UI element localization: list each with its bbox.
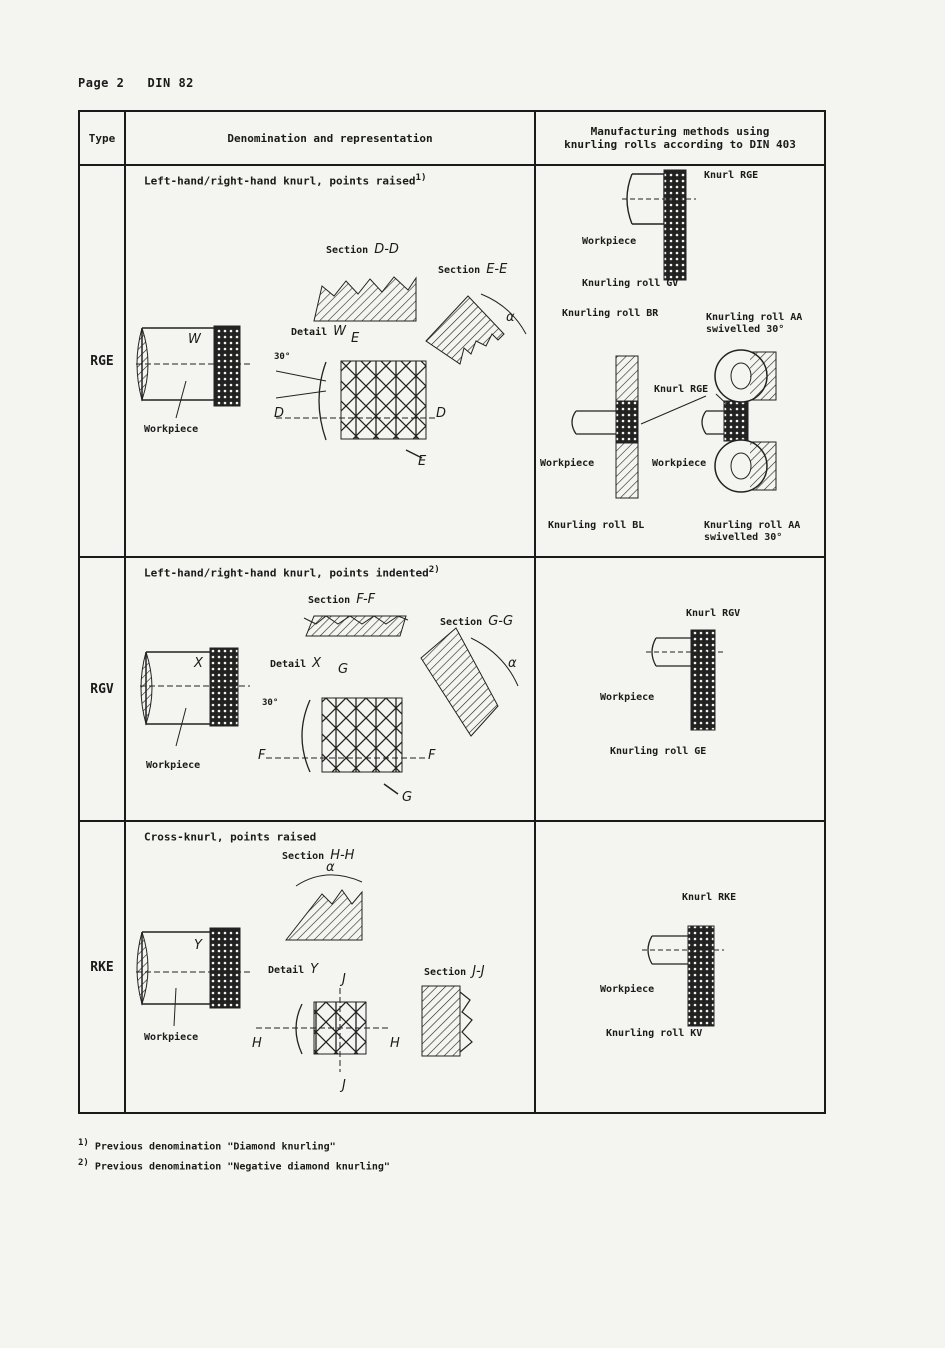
e-marker-top: E [351,331,360,346]
y-marker: Y [194,938,202,953]
roll-aa-top-label: Knurling roll AA [706,312,803,323]
workpiece-label: Workpiece [144,424,199,435]
table-row: RGE Left-hand/right-hand knurl, points r… [78,164,826,558]
angle-label: 30° [262,698,279,708]
d-marker-left: D [274,406,285,421]
roll-ge-label: Knurling roll GE [610,746,707,757]
alpha-label: α [326,860,335,875]
workpiece-top-label: Workpiece [582,236,637,247]
knurl-rge-mid-label: Knurl RGE [654,384,709,395]
f-marker-left: F [258,748,266,763]
section-f-label: Section F-F [308,592,376,607]
page-header: Page 2 DIN 82 [78,76,194,90]
standard-id: DIN 82 [147,76,194,90]
j-marker-bottom: J [342,1078,346,1093]
representation-cell: Cross-knurl, points raised Section H-H S… [124,820,536,1114]
header-type: Type [78,110,126,166]
row-title: Left-hand/right-hand knurl, points inden… [144,564,440,580]
detail-w-label: Detail W [291,324,347,339]
header-methods: Manufacturing methods using knurling rol… [534,110,826,166]
section-g-label: Section G-G [440,614,514,629]
header-denomination: Denomination and representation [124,110,536,166]
j-marker-top: J [342,972,346,987]
methods-cell: Knurl RKE Workpiece Knurling roll KV [534,820,826,1114]
g-marker-top: G [338,662,349,677]
methods-cell: Knurl RGV Workpiece Knurling roll GE [534,556,826,822]
alpha-label: α [506,310,515,325]
page-number: Page 2 [78,76,125,90]
section-d-label: Section D-D [326,242,399,257]
workpiece-label: Workpiece [600,692,655,703]
roll-bl-label: Knurling roll BL [548,520,645,531]
rgv-drawing [140,615,519,795]
detail-x-label: Detail X [270,656,322,671]
section-e-label: Section E-E [438,262,508,277]
d-marker-right: D [436,406,447,421]
section-h-label: Section H-H [282,848,355,863]
swivelled-top-label: swivelled 30° [706,324,785,335]
alpha-label: α [508,656,517,671]
rgv-methods-drawing [646,629,726,731]
roll-aa-bottom-label: Knurling roll AA [704,520,801,531]
footnote-1: 1) Previous denomination "Diamond knurli… [78,1138,336,1153]
workpiece-label: Workpiece [600,984,655,995]
row-type: RGE [78,164,126,558]
detail-y-label: Detail Y [268,962,319,977]
representation-cell: Left-hand/right-hand knurl, points raise… [124,164,536,558]
knurl-types-table: Type Denomination and representation Man… [78,110,826,1114]
knurl-rge-label: Knurl RGE [704,170,759,181]
row-title: Cross-knurl, points raised [144,830,317,844]
workpiece-right-label: Workpiece [652,458,707,469]
header-methods-line1: Manufacturing methods using [590,125,770,138]
rge-drawing [136,276,527,459]
f-marker-right: F [428,748,436,763]
knurl-rke-label: Knurl RKE [682,892,737,903]
footnote-2: 2) Previous denomination "Negative diamo… [78,1158,390,1173]
roll-br-label: Knurling roll BR [562,308,659,319]
knurl-rgv-label: Knurl RGV [686,608,741,619]
x-marker: X [194,656,203,671]
row-title: Left-hand/right-hand knurl, points raise… [144,172,427,188]
workpiece-label: Workpiece [144,1032,199,1043]
rke-drawing [136,874,473,1072]
table-row: RGV Left-hand/right-hand knurl, points i… [78,556,826,822]
workpiece-label: Workpiece [146,760,201,771]
rge-methods-drawing [571,169,777,499]
rke-methods-drawing [642,925,724,1027]
h-marker-right: H [390,1036,400,1051]
methods-cell: Knurl RGE Workpiece Knurling roll GV Knu… [534,164,826,558]
e-marker-bottom: E [418,454,427,469]
workpiece-left-label: Workpiece [540,458,595,469]
roll-gv-label: Knurling roll GV [582,278,679,289]
roll-kv-label: Knurling roll KV [606,1028,703,1039]
row-type: RGV [78,556,126,822]
swivelled-bottom-label: swivelled 30° [704,532,783,543]
header-methods-line2: knurling rolls according to DIN 403 [564,138,796,151]
table-row: RKE Cross-knurl, points raised Secti [78,820,826,1114]
section-j-label: Section J-J [424,964,485,979]
w-marker: W [188,332,201,347]
g-marker-bottom: G [402,790,413,805]
row-type: RKE [78,820,126,1114]
angle-label: 30° [274,352,291,362]
representation-cell: Left-hand/right-hand knurl, points inden… [124,556,536,822]
table-header-row: Type Denomination and representation Man… [78,110,826,166]
h-marker-left: H [252,1036,262,1051]
